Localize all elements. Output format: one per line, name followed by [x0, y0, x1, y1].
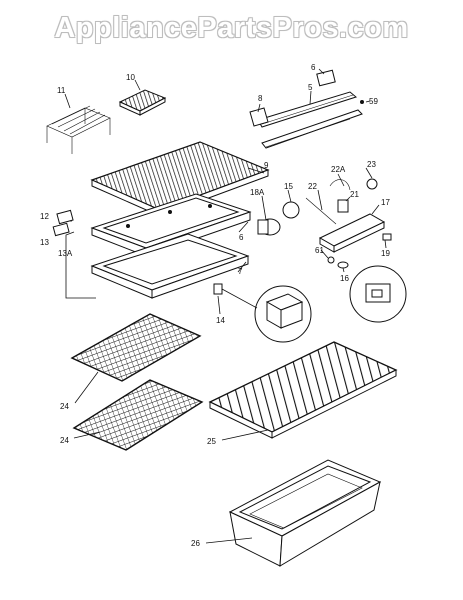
part-12-clip [52, 209, 74, 237]
label-59: 59 [369, 97, 378, 106]
label-24-upper: 24 [60, 402, 69, 411]
label-15: 15 [284, 182, 293, 191]
label-16: 16 [340, 274, 349, 283]
label-12: 12 [40, 212, 49, 221]
part-19-clip [382, 233, 392, 241]
label-13: 13 [40, 238, 49, 247]
part-5-rail [249, 69, 364, 149]
part-17-control-housing [305, 178, 386, 253]
label-25: 25 [207, 437, 216, 446]
label-21: 21 [350, 190, 359, 199]
part-61-screw [327, 256, 335, 264]
label-6: 6 [311, 63, 316, 72]
label-14: 14 [216, 316, 225, 325]
group-bracket [65, 231, 96, 299]
label-18a: 18A [250, 188, 265, 197]
part-25-slatted-shelf [208, 341, 398, 439]
part-8-frame [90, 193, 252, 257]
label-61: 61 [315, 246, 324, 255]
label-23: 23 [367, 160, 376, 169]
label-13a: 13A [58, 249, 73, 258]
part-26-crisper-drawer [228, 459, 382, 567]
label-22: 22 [308, 182, 317, 191]
watermark: AppliancePartsPros.com [54, 12, 409, 44]
leader-lines [64, 68, 387, 544]
label-8: 8 [258, 94, 263, 103]
part-24-wire-rack-upper [70, 313, 202, 382]
part-24-wire-rack-lower [72, 379, 204, 451]
label-26: 26 [191, 539, 200, 548]
part-7-frame [90, 233, 250, 299]
label-9: 9 [264, 161, 269, 170]
part-11-wire-rack [46, 105, 111, 154]
label-24-lower: 24 [60, 436, 69, 445]
part-16-washer [337, 261, 349, 269]
part-19-switch-inset [349, 265, 407, 323]
label-22a: 22A [331, 165, 346, 174]
label-6-frame: 6 [239, 233, 244, 242]
part-10-grid-piece [118, 89, 167, 116]
label-5: 5 [308, 83, 313, 92]
label-11: 11 [57, 86, 66, 95]
part-labels: 11 10 6 8 5 59 9 22A 23 18A 15 22 21 17 … [40, 63, 390, 548]
part-18a-fan-motor [257, 218, 281, 236]
label-7: 7 [238, 267, 243, 276]
part-14-inset [213, 283, 312, 343]
label-10: 10 [126, 73, 135, 82]
part-15-bulb [282, 201, 300, 219]
label-17: 17 [381, 198, 390, 207]
label-19: 19 [381, 249, 390, 258]
